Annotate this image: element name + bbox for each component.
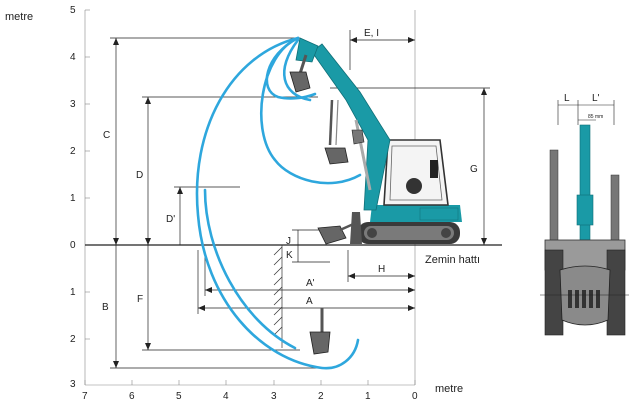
dim-label-J: J: [286, 236, 291, 247]
dim-label-F: F: [137, 294, 143, 305]
x-tick-4: 4: [223, 391, 229, 402]
y-tick-neg-1: 1: [70, 287, 76, 298]
excavator-arm: [295, 37, 319, 63]
bucket-upper: [289, 71, 311, 93]
x-tick-7: 7: [82, 391, 88, 402]
y-tick-2: 2: [70, 146, 76, 157]
ground-line-label: Zemin hattı: [425, 254, 480, 266]
dim-label-A-prime: A': [306, 278, 315, 289]
y-tick-neg-3: 3: [70, 379, 76, 390]
dimension-arrowheads: [113, 37, 487, 368]
dim-label-C: C: [103, 130, 110, 141]
bucket-dig: [309, 331, 331, 355]
excavator-front-view: L L' 85 mm: [540, 93, 629, 336]
dim-label-H: H: [378, 264, 385, 275]
x-tick-1: 1: [365, 391, 371, 402]
x-tick-5: 5: [176, 391, 182, 402]
y-tick-5: 5: [70, 5, 76, 16]
x-tick-6: 6: [129, 391, 135, 402]
dim-label-D: D: [136, 170, 143, 181]
excavator-boom: [311, 43, 391, 211]
dim-label-D-prime: D': [166, 214, 175, 225]
bucket-ground: [317, 225, 347, 245]
operator-cab: [383, 139, 449, 206]
y-tick-neg-2: 2: [70, 334, 76, 345]
y-tick-4: 4: [70, 52, 76, 63]
dim-label-B: B: [102, 302, 109, 313]
y-tick-1: 1: [70, 193, 76, 204]
y-tick-3: 3: [70, 99, 76, 110]
dim-label-K: K: [286, 250, 293, 261]
excavator-side-view: [289, 37, 462, 355]
dim-label-L-prime: L': [592, 93, 600, 104]
dim-label-E-I: E, I: [364, 28, 379, 39]
y-tick-0: 0: [70, 240, 76, 251]
dim-label-G: G: [470, 164, 478, 175]
bucket-mid: [324, 147, 349, 165]
x-tick-0: 0: [412, 391, 418, 402]
dim-label-85mm: 85 mm: [588, 114, 603, 120]
trench-wall: [273, 245, 283, 348]
x-tick-2: 2: [318, 391, 324, 402]
dozer-blade: [350, 212, 362, 244]
x-tick-3: 3: [271, 391, 277, 402]
reach-envelope: [195, 36, 362, 370]
dim-label-A: A: [306, 296, 313, 307]
dim-label-L: L: [564, 93, 570, 104]
y-unit-label: metre: [5, 11, 33, 23]
x-unit-label: metre: [435, 383, 463, 395]
